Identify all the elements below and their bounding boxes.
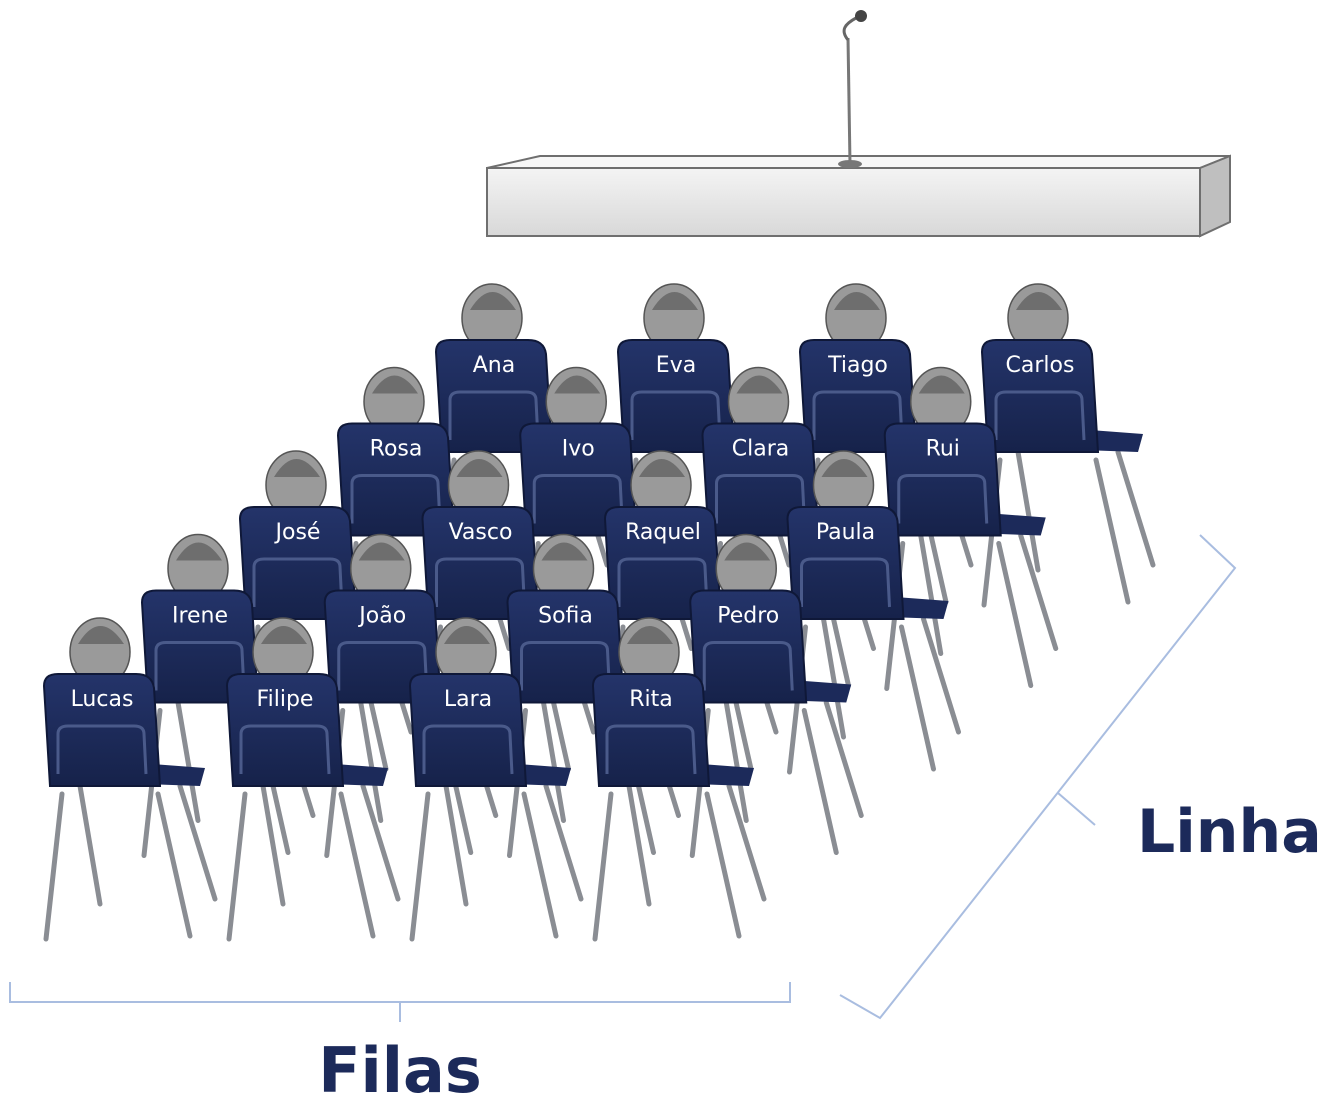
chair-icon [786, 506, 961, 775]
person-icon [825, 283, 887, 353]
student-seat: Rita [591, 617, 767, 942]
rows-label: Linha [1137, 797, 1321, 867]
student-seat: Rui [883, 366, 1059, 691]
stage-icon [486, 154, 1231, 238]
student-seat: Filipe [225, 617, 401, 942]
person-icon [461, 283, 523, 353]
person-icon [643, 283, 705, 353]
chair-icon [225, 673, 401, 942]
student-seat: Paula [786, 450, 961, 775]
seat-name-label: Pedro [717, 604, 779, 629]
person-icon [545, 366, 607, 437]
seat-name-label: Filipe [257, 687, 314, 712]
seat-name-label: Sofia [538, 604, 593, 629]
student-seat: Pedro [689, 533, 864, 858]
columns-bracket [9, 982, 791, 1022]
seat-name-label: Ivo [562, 437, 595, 462]
chair-icon [591, 673, 767, 942]
person-icon [618, 617, 680, 687]
chair-icon [42, 673, 218, 942]
person-icon [1007, 283, 1069, 353]
seat-name-label: Ana [473, 353, 515, 378]
person-icon [252, 617, 314, 687]
seat-name-label: Rosa [370, 437, 423, 462]
student-seat: Sofia [506, 533, 681, 858]
seat-name-label: Rita [629, 687, 673, 712]
seat-name-label: Clara [732, 437, 789, 462]
student-seat: Lucas [42, 617, 218, 942]
seat-name-label: Paula [816, 520, 875, 545]
student-seat: Lara [408, 617, 584, 942]
seat-name-label: Irene [172, 604, 228, 629]
seat-name-label: Carlos [1006, 353, 1075, 378]
microphone-icon [838, 10, 867, 168]
seat-name-label: Tiago [827, 353, 888, 378]
person-icon [715, 533, 777, 604]
seat-name-label: José [274, 520, 321, 545]
seat-name-label: Eva [656, 353, 696, 378]
person-icon [265, 450, 327, 520]
seat-name-label: Lara [444, 687, 492, 712]
person-icon [363, 366, 425, 437]
seat-name-label: João [357, 604, 406, 629]
student-seat: Carlos [980, 283, 1156, 608]
person-icon [727, 366, 790, 437]
person-icon [167, 533, 229, 604]
person-icon [435, 617, 497, 687]
person-icon [532, 533, 595, 604]
chair-icon [408, 673, 584, 942]
rows-bracket [839, 534, 1237, 1020]
seat-name-label: Raquel [625, 520, 701, 545]
chair-icon [506, 589, 681, 858]
columns-label: Filas [318, 1034, 482, 1101]
seat-name-label: Vasco [449, 520, 513, 545]
person-icon [350, 533, 412, 604]
chair-icon [980, 339, 1156, 608]
seat-name-label: Lucas [71, 687, 134, 712]
seat-name-label: Rui [926, 437, 960, 462]
